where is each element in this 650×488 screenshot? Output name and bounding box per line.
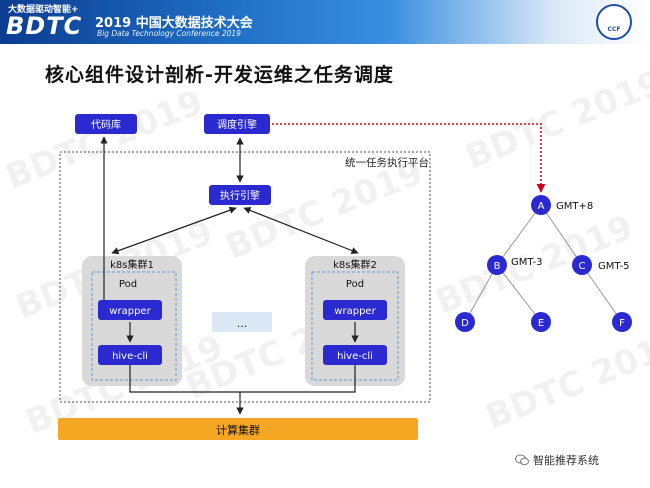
k8s-cluster1-box — [82, 256, 182, 386]
brand-logo: BDTC — [6, 12, 83, 40]
tree-node-f — [612, 312, 632, 332]
tree-node-f-label: F — [619, 318, 625, 329]
code-repo-box — [75, 114, 137, 134]
compute-cluster-bar — [58, 418, 418, 440]
more-clusters-label: ... — [237, 317, 248, 330]
scheduler-tree-link — [272, 123, 546, 193]
ccf-seal-logo: CCF — [596, 4, 632, 40]
conference-title-en: Big Data Technology Conference 2019 — [97, 29, 241, 38]
tree-node-e-label: E — [538, 318, 544, 329]
platform-label: 统一任务执行平台 — [345, 156, 429, 169]
wrapper1-box — [98, 300, 162, 320]
tree-node-c-tz: GMT-5 — [598, 261, 630, 272]
wrapper2-label: wrapper — [334, 306, 376, 317]
hive-cli1-label: hive-cli — [112, 351, 148, 362]
tree-node-d-label: D — [461, 318, 469, 329]
scheduler-engine-box — [204, 114, 270, 134]
platform-boundary — [59, 151, 431, 403]
hive-cli1-box — [98, 345, 162, 365]
hive-cli2-box — [323, 345, 387, 365]
wrapper2-box — [323, 300, 387, 320]
tree-node-e — [531, 312, 551, 332]
pod1-label: Pod — [119, 279, 137, 290]
conference-title-cn: 2019 中国大数据技术大会 — [95, 16, 253, 31]
account-name: 智能推荐系统 — [533, 454, 599, 467]
exec-engine-box — [209, 185, 271, 205]
seal-text: CCF — [607, 26, 621, 33]
exec-cluster2-link — [243, 207, 359, 254]
pod1-boundary — [91, 271, 177, 381]
tree-node-d — [455, 312, 475, 332]
exec-cluster1-link — [111, 206, 237, 255]
tree-edges — [464, 204, 623, 323]
hive-cli2-label: hive-cli — [337, 351, 373, 362]
tree-node-b — [487, 255, 507, 275]
header-banner: 大数据驱动智能+ BDTC 2019 中国大数据技术大会 Big Data Te… — [0, 0, 650, 44]
tree-node-b-label: B — [494, 261, 501, 272]
k8s-cluster1-label: k8s集群1 — [110, 258, 154, 271]
hive-cli-merge-line — [129, 365, 356, 393]
tree-node-a-tz: GMT+8 — [556, 201, 593, 212]
footer-account: 智能推荐系统 — [515, 452, 599, 468]
exec-engine-label: 执行引擎 — [220, 189, 260, 202]
wrapper1-label: wrapper — [109, 306, 151, 317]
compute-cluster-label: 计算集群 — [216, 423, 260, 437]
wechat-icon — [515, 454, 529, 466]
more-clusters-box — [212, 312, 272, 332]
tree-node-a — [531, 195, 551, 215]
slide-title: 核心组件设计剖析-开发运维之任务调度 — [45, 64, 394, 86]
tree-node-b-tz: GMT-3 — [511, 257, 543, 268]
scheduler-engine-label: 调度引擎 — [217, 118, 257, 131]
pod2-label: Pod — [346, 279, 364, 290]
tagline: 大数据驱动智能+ — [8, 5, 79, 15]
tree-node-a-label: A — [538, 201, 545, 212]
code-repo-label: 代码库 — [91, 118, 121, 131]
k8s-cluster2-label: k8s集群2 — [333, 258, 377, 271]
tree-node-c-label: C — [579, 261, 586, 272]
tree-node-c — [572, 255, 592, 275]
